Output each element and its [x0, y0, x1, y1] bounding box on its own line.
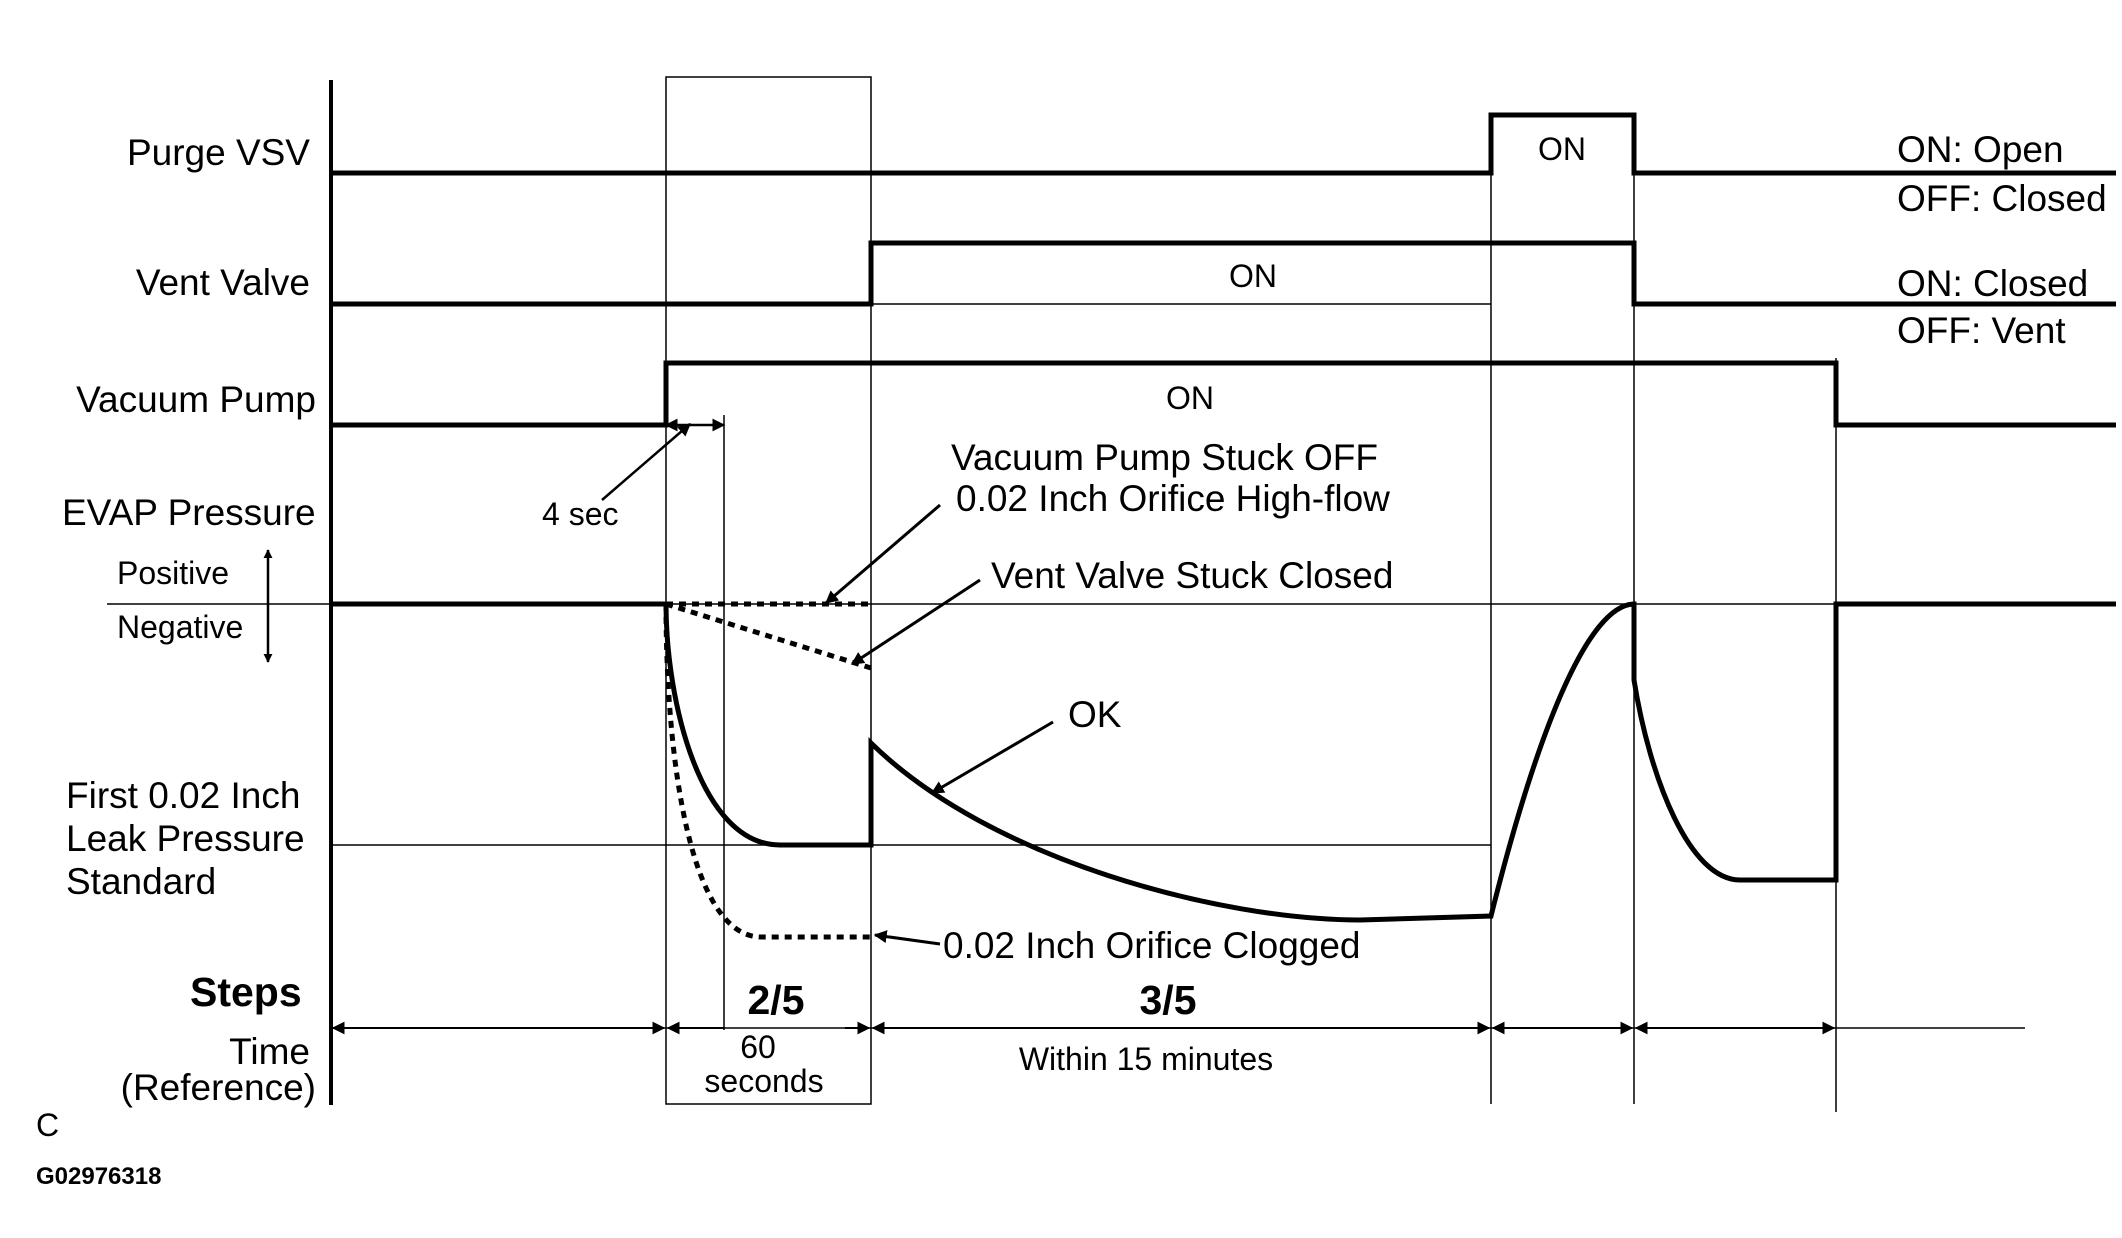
- delay-label: 4 sec: [542, 496, 618, 532]
- leak-standard-label-2: Leak Pressure: [66, 818, 305, 859]
- purge-on-label: ON: [1538, 131, 1586, 167]
- vacuum-pump-label: Vacuum Pump: [76, 379, 316, 420]
- purge-off-meaning: OFF: Closed: [1897, 178, 2107, 219]
- step-2-frame: [665, 76, 872, 1105]
- vent-stuck-leader: [850, 578, 981, 666]
- duration-3-label: Within 15 minutes: [1019, 1041, 1273, 1077]
- delay-leader: [601, 423, 691, 501]
- time-reference-label: (Reference): [121, 1067, 316, 1108]
- orifice-clogged-trace: [663, 603, 871, 940]
- step-2-label: 2/5: [748, 977, 805, 1023]
- orifice-high-flow-label: 0.02 Inch Orifice High-flow: [956, 478, 1390, 519]
- vent-stuck-closed-label: Vent Valve Stuck Closed: [991, 555, 1393, 596]
- pump-stuck-leader: [825, 503, 941, 605]
- clogged-leader: [873, 930, 941, 946]
- leak-standard-label-3: Standard: [66, 861, 216, 902]
- vent-on-label: ON: [1229, 258, 1277, 294]
- figure-code: G02976318: [36, 1163, 161, 1190]
- evap-pressure-ok-trace: [331, 601, 2116, 923]
- vent-on-meaning: ON: Closed: [1897, 263, 2088, 304]
- leak-standard-label-1: First 0.02 Inch: [66, 775, 300, 816]
- pump-stuck-off-label: Vacuum Pump Stuck OFF: [951, 437, 1378, 478]
- positive-label: Positive: [117, 555, 229, 591]
- ok-leader: [930, 720, 1054, 795]
- step-3-label: 3/5: [1140, 977, 1197, 1023]
- negative-label: Negative: [117, 609, 243, 645]
- duration-2-value: 60: [740, 1029, 776, 1065]
- orifice-clogged-label: 0.02 Inch Orifice Clogged: [943, 925, 1361, 966]
- vent-stuck-closed-trace: [665, 601, 872, 671]
- vacuum-pump-trace: [331, 360, 2116, 428]
- vent-valve-label: Vent Valve: [136, 262, 310, 303]
- pump-on-label: ON: [1166, 380, 1214, 416]
- vent-off-meaning: OFF: Vent: [1897, 310, 2066, 351]
- purge-vsv-label: Purge VSV: [127, 132, 310, 173]
- duration-2-unit: seconds: [704, 1063, 823, 1099]
- purge-vsv-trace: [331, 112, 2116, 176]
- time-label: Time: [229, 1031, 310, 1072]
- evap-pressure-label: EVAP Pressure: [62, 492, 316, 533]
- purge-on-meaning: ON: Open: [1897, 129, 2064, 170]
- ok-label: OK: [1068, 694, 1122, 735]
- vent-valve-trace: [331, 240, 2116, 307]
- view-code: C: [36, 1107, 59, 1143]
- steps-title: Steps: [190, 969, 302, 1015]
